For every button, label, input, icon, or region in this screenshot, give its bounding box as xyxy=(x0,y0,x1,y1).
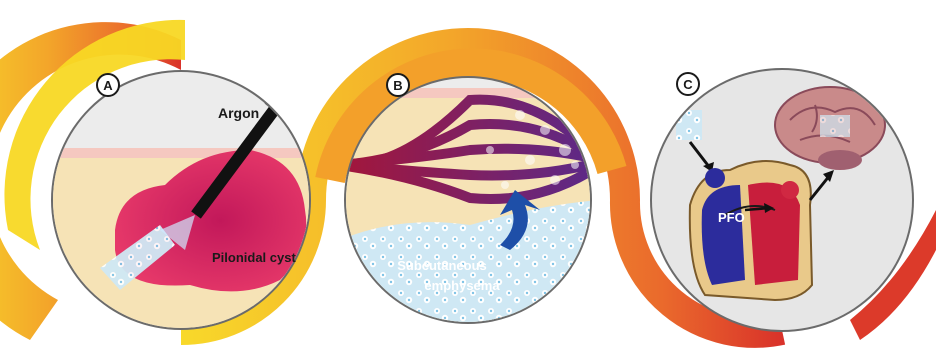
pfo-label: PFO xyxy=(718,210,745,225)
emphysema-label: emphysema xyxy=(424,278,500,293)
argon-label: Argon xyxy=(218,105,259,121)
subcutaneous-label: Subcutaneous xyxy=(397,258,487,273)
badge-c-label: C xyxy=(683,77,693,92)
gas-embolus-icon xyxy=(676,110,702,140)
badge-b-label: B xyxy=(393,78,402,93)
pilonidal-cyst-label: Pilonidal cyst xyxy=(212,250,296,265)
panel-c: PFO C xyxy=(650,68,914,332)
badge-a-label: A xyxy=(103,78,113,93)
